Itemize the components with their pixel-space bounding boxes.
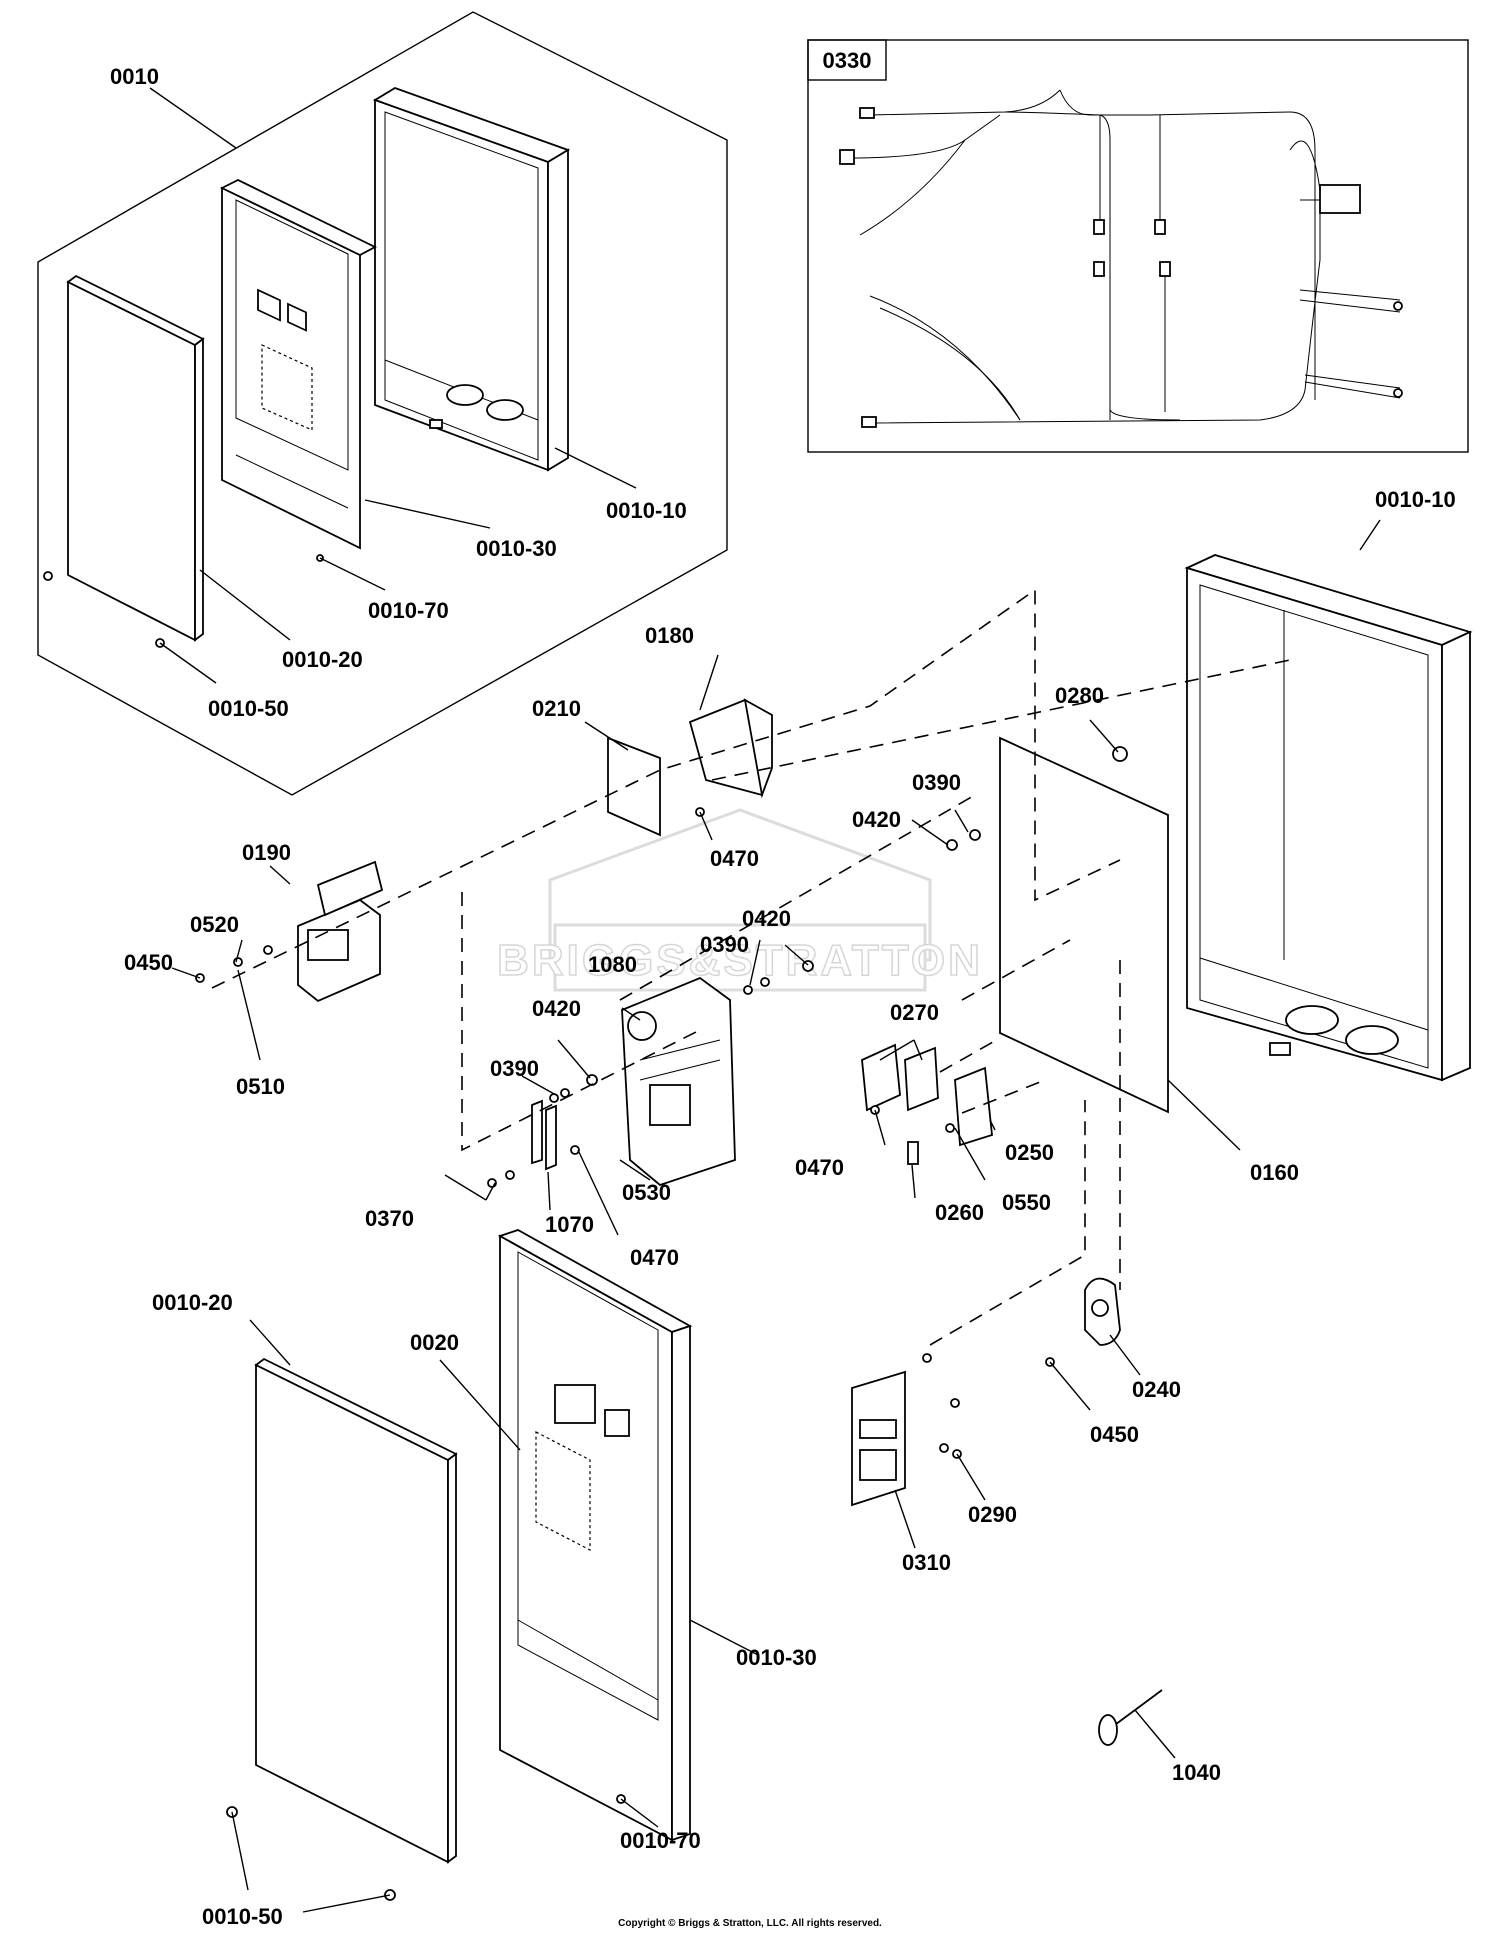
wire-harness [839, 89, 1403, 428]
callout-0010-10-right: 0010-10 [1375, 487, 1456, 512]
callout-0370: 0370 [365, 1206, 414, 1231]
screw-1040 [1098, 1689, 1163, 1746]
mounting-plate [999, 736, 1169, 1114]
callout-0290: 0290 [968, 1502, 1017, 1527]
connector-0240 [1084, 1277, 1121, 1346]
inset-frame [807, 39, 1469, 453]
watermark-logo: BRIGGS&STRATTON [496, 808, 983, 992]
door-small [66, 274, 205, 642]
enclosure-large [1184, 554, 1473, 1082]
callout-0010-70-top: 0010-70 [368, 598, 449, 623]
harness-inset-0330: 0330 [807, 39, 1469, 453]
copyright-notice: Copyright © Briggs & Stratton, LLC. All … [618, 1918, 882, 1929]
callout-0240: 0240 [1132, 1377, 1181, 1402]
lug-0270 [861, 1043, 939, 1112]
block-0250 [954, 1066, 993, 1147]
bracket-0180 [688, 698, 773, 799]
callout-0020: 0020 [410, 1330, 459, 1355]
board-0310 [851, 1370, 906, 1507]
callout-0420-c: 0420 [742, 906, 791, 931]
callout-1080: 1080 [588, 952, 637, 977]
hardware-fasteners [195, 746, 1128, 1901]
deadfront-large [497, 1229, 693, 1842]
callout-0010-30-bottom: 0010-30 [736, 1645, 817, 1670]
latch-small-1 [43, 571, 53, 581]
callout-0010-20-bottom: 0010-20 [152, 1290, 233, 1315]
callout-0390-b: 0390 [700, 932, 749, 957]
callout-0270: 0270 [890, 1000, 939, 1025]
watermark-text: BRIGGS&STRATTON [497, 936, 983, 985]
kit-0010-outline [37, 11, 728, 796]
callout-0420-b: 0420 [532, 996, 581, 1021]
alignment-lines [211, 588, 1291, 1346]
callout-labels: 0010 0010-10 0010-30 0010-70 0010-20 001… [110, 64, 1456, 1929]
callout-0010: 0010 [110, 64, 159, 89]
callout-1070: 1070 [545, 1212, 594, 1237]
callout-0470-a: 0470 [710, 846, 759, 871]
fuse-0260 [907, 1141, 919, 1165]
callout-0190: 0190 [242, 840, 291, 865]
callout-0010-30-top: 0010-30 [476, 536, 557, 561]
callout-0510: 0510 [236, 1074, 285, 1099]
door-large [254, 1357, 458, 1864]
callout-0450-b: 0450 [1090, 1422, 1139, 1447]
callout-0010-10-top: 0010-10 [606, 498, 687, 523]
callout-0210: 0210 [532, 696, 581, 721]
inset-label-box [807, 39, 887, 81]
callout-0450-a: 0450 [124, 950, 173, 975]
relay-0190 [297, 860, 384, 1003]
callout-0160: 0160 [1250, 1160, 1299, 1185]
callout-0520: 0520 [190, 912, 239, 937]
callout-0550: 0550 [1002, 1190, 1051, 1215]
callout-0260: 0260 [935, 1200, 984, 1225]
callout-0530: 0530 [622, 1180, 671, 1205]
callout-0390-c: 0390 [490, 1056, 539, 1081]
callout-0310: 0310 [902, 1550, 951, 1575]
leader-lines [171, 519, 1381, 1913]
cover-0210 [607, 736, 661, 837]
callout-0470-b: 0470 [795, 1155, 844, 1180]
callout-0010-20-top: 0010-20 [282, 647, 363, 672]
callout-1040: 1040 [1172, 1760, 1221, 1785]
bars-1070 [531, 1099, 557, 1171]
switch-mechanism-1080 [621, 976, 736, 1187]
inset-label: 0330 [823, 48, 872, 73]
kit-0010-group [37, 11, 728, 796]
enclosure-small [372, 87, 571, 472]
callout-0250: 0250 [1005, 1140, 1054, 1165]
deadfront-small [219, 178, 377, 550]
callout-0180: 0180 [645, 623, 694, 648]
callout-0280: 0280 [1055, 683, 1104, 708]
callout-0010-70-bottom: 0010-70 [620, 1828, 701, 1853]
callout-0010-50-top: 0010-50 [208, 696, 289, 721]
callout-0420-a: 0420 [852, 807, 901, 832]
callout-0390-a: 0390 [912, 770, 961, 795]
callout-0010-50-bottom: 0010-50 [202, 1904, 283, 1929]
callout-0470-c: 0470 [630, 1245, 679, 1270]
